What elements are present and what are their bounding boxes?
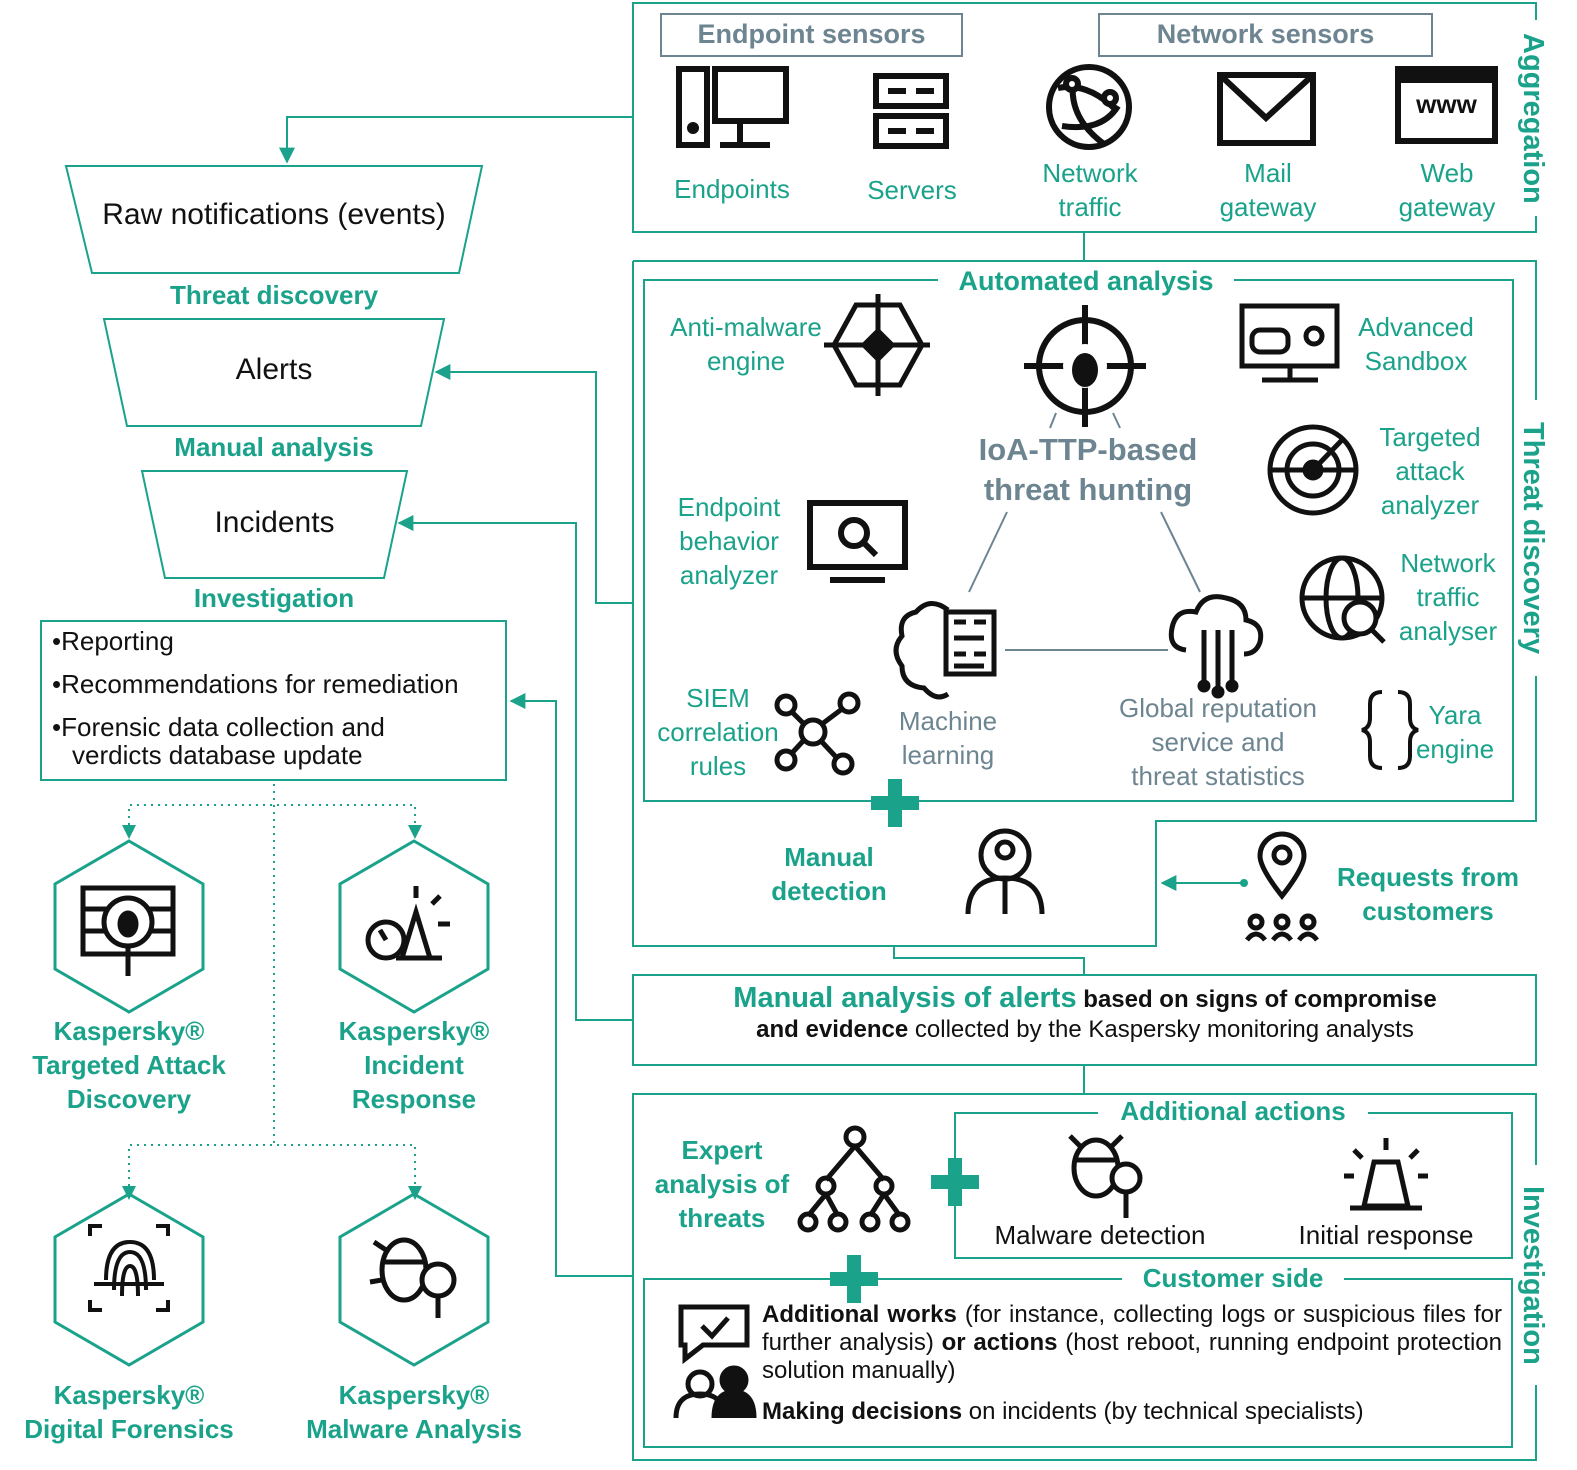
malware-detection-icon bbox=[1068, 1134, 1143, 1218]
browser-www-icon bbox=[1395, 66, 1498, 144]
customer-side-title: Customer side bbox=[1142, 1263, 1324, 1293]
output-item: •Recommendations for remediation bbox=[52, 669, 459, 699]
network-sensors-title: Network sensors bbox=[1156, 19, 1375, 49]
output-item: •Forensic data collection and bbox=[52, 712, 385, 742]
alerts-label: Alerts bbox=[235, 353, 313, 386]
incidents-funnel bbox=[140, 470, 409, 579]
stopwatch-alarm-icon bbox=[365, 886, 450, 961]
globe-network-icon bbox=[1046, 64, 1132, 150]
raw-notifications-funnel bbox=[64, 165, 484, 274]
location-people-icon bbox=[1245, 831, 1319, 942]
analyst-person-icon bbox=[965, 828, 1045, 915]
customer-side-panel bbox=[643, 1278, 1513, 1448]
hunting-links bbox=[968, 412, 1201, 651]
output-item: •Reporting bbox=[52, 626, 174, 656]
incidents-label: Incidents bbox=[214, 506, 335, 539]
manual-to-incidents-arrow bbox=[397, 515, 633, 1021]
yara-braces-icon bbox=[1361, 690, 1419, 770]
side-label-investigation: Investigation bbox=[1517, 1185, 1549, 1365]
customer-works-text: Additional works (for instance, collecti… bbox=[762, 1301, 1502, 1384]
firewall-bug-icon bbox=[80, 885, 176, 976]
automated-analysis-title: Automated analysis bbox=[958, 266, 1214, 296]
stage-threat-discovery: Threat discovery bbox=[169, 280, 379, 310]
outputs-box bbox=[40, 620, 507, 781]
product-digital-forensics-label: Kaspersky®Digital Forensics bbox=[24, 1380, 234, 1444]
threat-discovery-panel bbox=[632, 260, 1537, 947]
server-rack-icon bbox=[873, 73, 949, 149]
network-sensors-header bbox=[1098, 13, 1433, 57]
servers-label: Servers bbox=[867, 175, 957, 205]
hex-targeted-attack bbox=[53, 839, 205, 1014]
hex-digital-forensics bbox=[53, 1192, 205, 1367]
chat-check-people-icon bbox=[673, 1304, 757, 1419]
cloud-reputation-icon bbox=[1168, 594, 1264, 699]
www-icon-text: www bbox=[1416, 89, 1477, 119]
alarm-beacon-icon bbox=[1344, 1138, 1428, 1211]
product-malware-analysis-label: Kaspersky®Malware Analysis bbox=[306, 1380, 522, 1444]
tree-hierarchy-icon bbox=[797, 1125, 911, 1233]
additional-actions-title: Additional actions bbox=[1120, 1096, 1346, 1126]
stage-investigation: Investigation bbox=[193, 583, 355, 613]
endpoint-sensors-title: Endpoint sensors bbox=[697, 19, 926, 49]
stage-manual-analysis: Manual analysis bbox=[174, 432, 374, 462]
sandbox-monitor-icon bbox=[1239, 303, 1340, 383]
raw-notifications-label: Raw notifications (events) bbox=[102, 198, 446, 231]
network-analyser-globe-icon bbox=[1299, 555, 1386, 644]
bug-magnifier-icon bbox=[369, 1237, 457, 1318]
discovery-to-alerts-arrow bbox=[434, 364, 633, 604]
bug-crosshair-icon bbox=[1024, 305, 1146, 427]
alerts-funnel bbox=[102, 318, 446, 427]
malware-detection-label: Malware detection bbox=[994, 1220, 1206, 1250]
machine-learning-brain-icon bbox=[893, 601, 997, 700]
aggregation-to-raw-arrow bbox=[279, 116, 633, 164]
envelope-icon bbox=[1217, 72, 1316, 146]
anti-malware-engine-icon bbox=[824, 294, 930, 396]
output-item-continued: verdicts database update bbox=[72, 740, 363, 770]
hex-malware-analysis bbox=[338, 1192, 490, 1367]
investigation-to-outputs-arrow bbox=[509, 693, 633, 1277]
siem-graph-icon bbox=[774, 691, 861, 776]
initial-response-label: Initial response bbox=[1298, 1220, 1474, 1250]
endpoints-label: Endpoints bbox=[674, 174, 790, 204]
hex-incident-response bbox=[338, 839, 490, 1014]
endpoint-sensors-header bbox=[660, 13, 963, 57]
targeted-attack-radar-icon bbox=[1267, 424, 1359, 516]
side-label-threat-discovery: Threat discovery bbox=[1517, 421, 1549, 655]
endpoint-behavior-monitor-icon bbox=[807, 500, 908, 583]
fingerprint-icon bbox=[88, 1224, 170, 1312]
customer-decisions-text: Making decisions on incidents (by techni… bbox=[762, 1398, 1364, 1425]
desktop-computer-icon bbox=[676, 66, 789, 148]
side-label-aggregation: Aggregation bbox=[1517, 32, 1549, 204]
manual-alerts-text: Manual analysis of alerts based on signs… bbox=[733, 982, 1437, 1043]
